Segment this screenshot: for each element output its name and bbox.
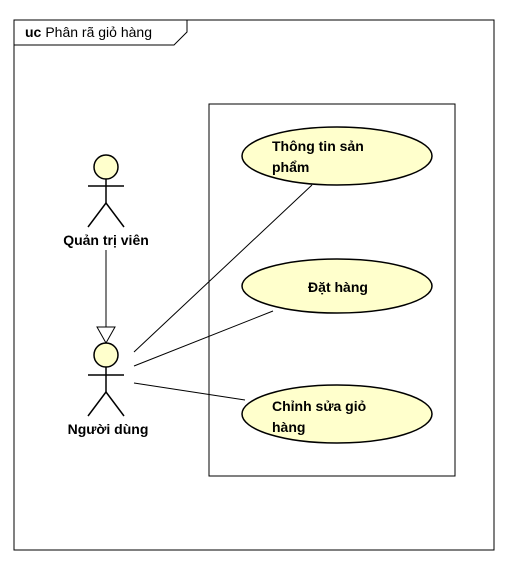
frame-keyword: uc (25, 24, 42, 40)
usecase-product-info-line2: phẩm (272, 159, 309, 175)
usecase-place-order[interactable]: Đặt hàng (241, 258, 433, 314)
actor-admin[interactable]: Quản trị viên (63, 154, 149, 248)
usecase-edit-cart-label: Chỉnh sửa giỏ hàng (272, 398, 370, 435)
generalization-arrowhead (96, 326, 116, 345)
frame-name: Phân rã giỏ hàng (45, 24, 152, 40)
actor-user[interactable]: Người dùng (68, 342, 149, 437)
frame-name-tab (13, 19, 188, 46)
usecase-product-info[interactable]: Thông tin sản phẩm (241, 126, 433, 186)
actor-admin-head (93, 154, 119, 180)
usecase-edit-cart[interactable]: Chỉnh sửa giỏ hàng (241, 384, 433, 444)
usecase-product-info-label: Thông tin sản phẩm (272, 138, 368, 175)
generalization-admin-user (96, 250, 116, 345)
actor-user-label: Người dùng (68, 421, 149, 437)
usecase-product-info-line1: Thông tin sản (272, 138, 364, 154)
association-user-uc2 (133, 310, 274, 367)
usecase-edit-cart-ellipse (241, 384, 433, 444)
usecase-place-order-label: Đặt hàng (308, 279, 368, 295)
actor-admin-label: Quản trị viên (63, 232, 149, 248)
usecase-edit-cart-line2: hàng (272, 419, 305, 435)
association-user-uc3 (133, 382, 246, 401)
association-user-uc1 (133, 184, 313, 353)
actor-user-head (93, 342, 119, 368)
usecase-place-order-ellipse (241, 258, 433, 314)
usecase-edit-cart-line1: Chỉnh sửa giỏ (272, 398, 366, 414)
usecase-product-info-ellipse (241, 126, 433, 186)
